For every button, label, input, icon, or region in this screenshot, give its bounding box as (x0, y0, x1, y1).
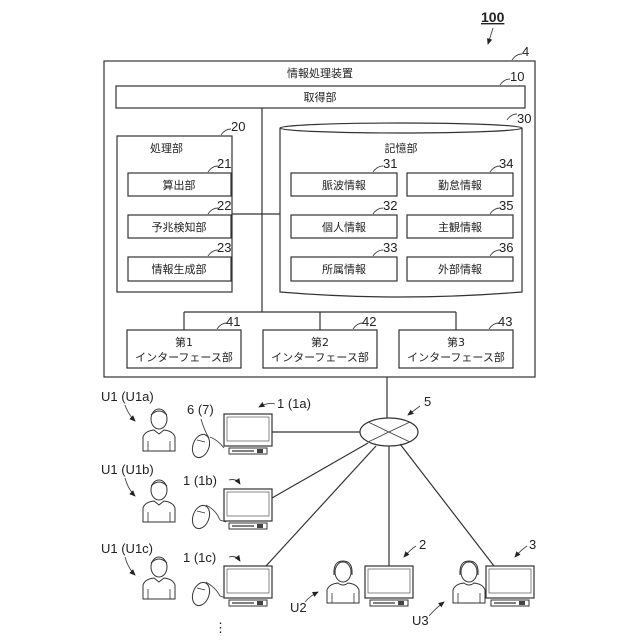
sensor-label: 6 (7) (187, 402, 214, 417)
interface-label-line2: インターフェース部 (407, 350, 505, 364)
acquisition-ref: 10 (510, 69, 524, 84)
storage-item-label: 所属情報 (322, 263, 366, 276)
subunit-label: 情報生成部 (152, 262, 207, 276)
interface-label-line2: インターフェース部 (271, 350, 369, 364)
acquisition-label: 取得部 (304, 90, 337, 104)
storage-item-ref: 35 (499, 198, 513, 213)
user-terminal-monitor (224, 566, 272, 606)
storage-item-ref: 33 (383, 240, 397, 255)
terminal-label: 1 (1c) (183, 550, 216, 565)
leader-line (512, 54, 522, 60)
storage-item-label: 個人情報 (322, 221, 366, 234)
storage-item-ref: 36 (499, 240, 513, 255)
admin-terminal-ref: 3 (529, 537, 536, 552)
network-link (266, 446, 376, 566)
admin-terminal-ref: 2 (419, 537, 426, 552)
interface-label-line1: 第1 (175, 335, 193, 349)
user-arrow (429, 602, 444, 616)
network-ref: 5 (424, 394, 431, 409)
terminal-arrow (229, 557, 240, 562)
subunit-label: 予兆検知部 (152, 220, 207, 234)
user-terminal-monitor (224, 489, 272, 529)
terminal-label: 1 (1a) (277, 396, 311, 411)
device-ref: 4 (522, 44, 529, 59)
storage-item-label: 外部情報 (438, 262, 482, 276)
admin-figure (453, 561, 485, 603)
user-label: U1 (U1c) (101, 541, 153, 556)
mouse-icon (189, 432, 212, 460)
user-arrow (305, 592, 318, 602)
storage-item-label: 勤怠情報 (438, 178, 482, 192)
network-ref-arrow (408, 406, 420, 415)
admin-user-label: U3 (412, 613, 429, 628)
subunit-label: 算出部 (163, 178, 196, 192)
storage-item-label: 主観情報 (438, 220, 482, 234)
admin-user-label: U2 (290, 600, 307, 615)
admin-figure (327, 561, 359, 603)
user-label: U1 (U1b) (101, 462, 154, 477)
mouse-cable (210, 437, 224, 448)
user-figure (143, 480, 175, 522)
interface-ref: 42 (362, 314, 376, 329)
user-figure (143, 409, 175, 451)
network-hub (360, 418, 418, 446)
storage-item-ref: 32 (383, 198, 397, 213)
subunit-ref: 22 (217, 198, 231, 213)
storage-item-label: 脈波情報 (322, 178, 366, 192)
storage-label: 記憶部 (385, 141, 418, 155)
user-arrow (125, 478, 135, 496)
continuation-dots: ⋮ (214, 620, 227, 635)
terminal-arrow (404, 546, 416, 557)
user-figure (143, 557, 175, 599)
interface-label-line1: 第2 (311, 335, 329, 349)
terminal-arrow (259, 403, 275, 407)
user-label: U1 (U1a) (101, 389, 154, 404)
processing-label: 処理部 (150, 141, 183, 155)
interface-label-line1: 第3 (447, 335, 465, 349)
system-ref-label: 100 (481, 9, 505, 25)
terminal-label: 1 (1b) (183, 473, 217, 488)
user-arrow (125, 557, 135, 575)
interface-ref: 43 (498, 314, 512, 329)
terminal-arrow (229, 480, 240, 485)
interface-label-line2: インターフェース部 (135, 350, 233, 364)
device-title: 情報処理装置 (287, 67, 353, 80)
subunit-ref: 21 (217, 156, 231, 171)
system-ref-arrow (488, 28, 493, 44)
interface-ref: 41 (226, 314, 240, 329)
admin-terminal-monitor (486, 566, 534, 606)
storage-item-ref: 34 (499, 156, 513, 171)
user-terminal-monitor (224, 414, 272, 454)
admin-terminal-monitor (365, 566, 413, 606)
user-arrow (125, 405, 135, 421)
storage-ref: 30 (517, 111, 531, 126)
terminal-arrow (515, 546, 527, 557)
storage-item-ref: 31 (383, 156, 397, 171)
processing-ref: 20 (231, 119, 245, 134)
subunit-ref: 23 (217, 240, 231, 255)
